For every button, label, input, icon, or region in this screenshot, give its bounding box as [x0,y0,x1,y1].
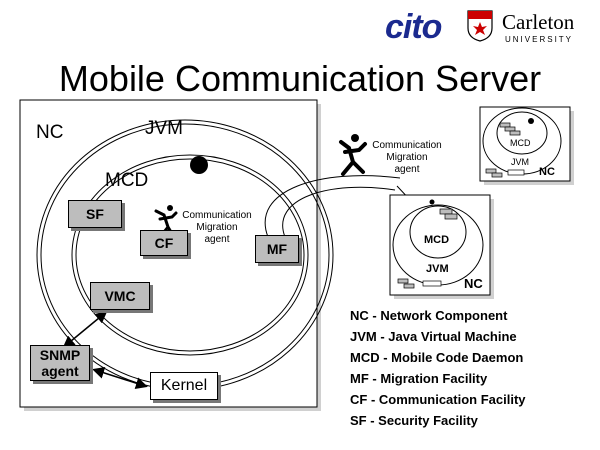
cf-agent-caption-line2: Migration [196,222,238,233]
legend-item: NC - Network Component [350,308,508,323]
mf-label: MF [266,241,288,257]
snmp-label-line2: agent [41,363,79,379]
remote-1-mcd-ring [409,205,467,259]
remote-1-jvm-label: JVM [426,263,449,275]
page-title: Mobile Communication Server [58,58,542,99]
vmc-snmp-arrow [62,311,108,348]
nc-label: NC [36,122,64,143]
cf-agent-caption-line1: Communication [182,210,252,221]
cf-agent-caption: Communication Migration agent [178,210,256,246]
migrating-agent-caption-line1: Communication [372,140,442,151]
vmc-box: VMC [90,282,150,310]
remote-2-mcd-label: MCD [510,138,531,148]
carleton-crest-icon [467,10,493,42]
remote-1-mcd-label: MCD [424,234,450,246]
legend-item: JVM - Java Virtual Machine [350,329,517,344]
sf-label: SF [86,206,104,222]
kernel-box: Kernel [150,372,218,400]
migrating-agent-caption-line2: Migration [386,152,428,163]
migrating-agent-caption: Communication Migration agent [366,140,448,176]
cf-box: CF [140,230,188,256]
remote-1-nc-label: NC [464,276,483,291]
migration-path-outer [264,175,401,238]
kernel-label: Kernel [160,377,208,394]
remote-1-dot [429,199,435,205]
migrating-agent-figure [339,134,367,176]
sf-box: SF [68,200,122,228]
migration-path-inner [282,186,396,238]
snmp-kernel-arrow [92,367,148,389]
cito-logo: cito [385,8,442,46]
mcd-label: MCD [105,170,149,191]
mcd-ring-outer [71,154,309,356]
migrating-agent-caption-line3: agent [394,164,420,175]
university-logo-text: UNIVERSITY [505,35,574,44]
remote-2-mcd-ring [496,111,548,155]
mcd-ring-inner [75,158,305,352]
cf-agent-caption-line3: agent [204,234,230,245]
daemon-dot [190,156,208,174]
mf-box: MF [255,235,299,263]
remote-2-jvm-label: JVM [511,157,529,167]
jvm-label: JVM [145,118,183,139]
legend-item: MCD - Mobile Code Daemon [350,350,524,365]
remote-2-dot [528,118,534,124]
legend-item: CF - Communication Facility [350,392,526,407]
legend-item: SF - Security Facility [350,413,478,428]
cf-label: CF [154,235,174,251]
snmp-label-line1: SNMP [39,347,81,363]
remote-2-nc-label: NC [539,166,555,178]
vmc-label: VMC [104,288,136,304]
legend-item: MF - Migration Facility [350,371,488,386]
snmp-agent-box: SNMP agent [30,345,90,381]
carleton-logo-text: Carleton [502,10,575,34]
